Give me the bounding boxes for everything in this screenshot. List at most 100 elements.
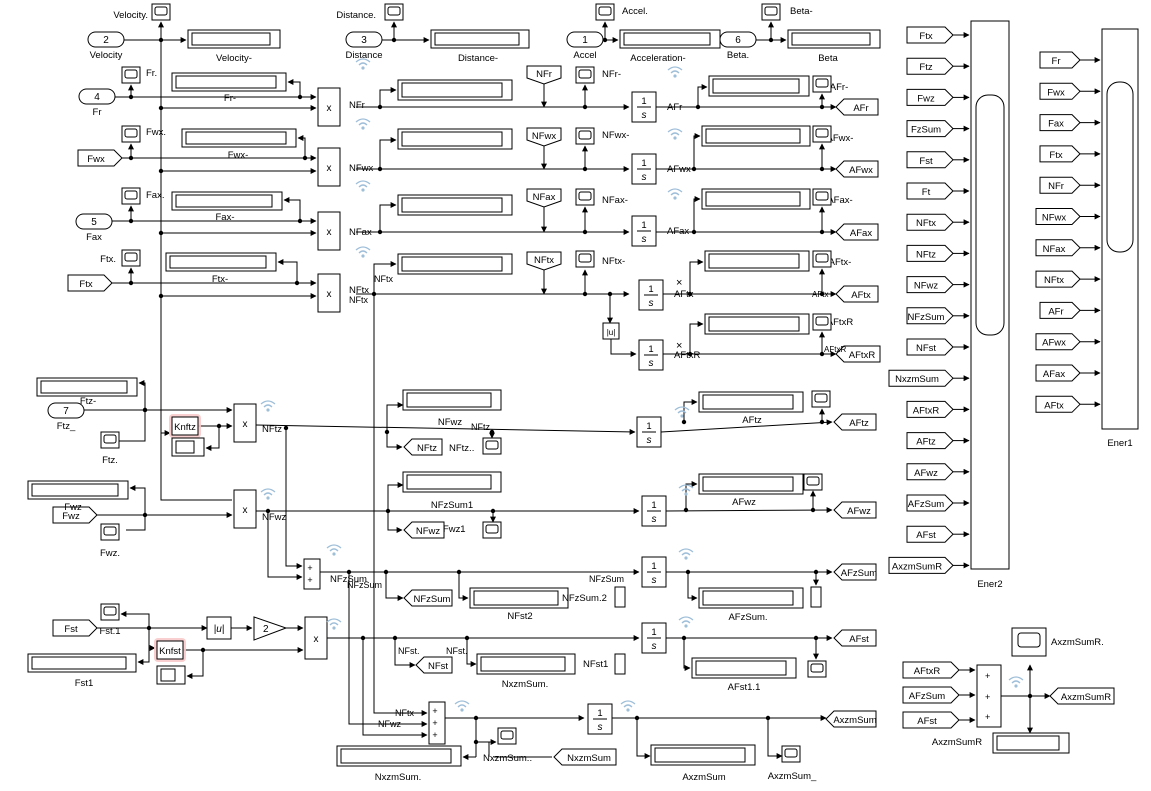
- display-axzmsum[interactable]: AxzmSum: [650, 744, 756, 783]
- from-tag-ftx[interactable]: Ftx: [906, 26, 954, 44]
- goto-tag-afwz[interactable]: AFwz: [833, 501, 877, 519]
- from-tag-fwz[interactable]: Fwz: [906, 88, 954, 106]
- from-tag-ft[interactable]: Ft: [906, 182, 954, 200]
- from-tag-fwx[interactable]: Fwx: [1039, 82, 1081, 100]
- integrator-block[interactable]: 1s: [631, 91, 657, 123]
- product-block[interactable]: x: [317, 273, 341, 313]
- from-tag-nfst[interactable]: NFst: [906, 338, 954, 356]
- from-tag-ftz[interactable]: Ftz: [906, 57, 954, 75]
- gain-knfst[interactable]: Knfst: [154, 638, 186, 662]
- scope-[interactable]: [803, 473, 823, 491]
- scope-[interactable]: [812, 250, 832, 268]
- display-[interactable]: [397, 79, 513, 101]
- display-beta[interactable]: Beta: [787, 29, 881, 64]
- from-tag-afst[interactable]: AFst: [906, 525, 954, 543]
- from-tag-axzmsumr[interactable]: AxzmSumR: [888, 556, 954, 574]
- integrator-block[interactable]: 1s: [638, 339, 664, 371]
- sum-block[interactable]: +++: [428, 701, 446, 745]
- from-block-nfax[interactable]: NFax: [526, 188, 562, 208]
- display-afr[interactable]: AFr-: [708, 75, 848, 97]
- scope-[interactable]: [497, 727, 517, 745]
- from-tag-nfax[interactable]: NFax: [1035, 239, 1081, 257]
- from-tag-nfwx[interactable]: NFwx: [1035, 208, 1081, 225]
- from-tag-aftz[interactable]: AFtz: [906, 432, 954, 450]
- from-tag-nfr[interactable]: NFr: [1039, 176, 1081, 194]
- goto-tag-aftz[interactable]: AFtz: [833, 413, 877, 431]
- from-tag-nfwz[interactable]: NFwz: [906, 276, 954, 294]
- display-nxzmsum[interactable]: NxzmSum.: [336, 745, 462, 783]
- display-afwz[interactable]: AFwz: [698, 473, 804, 508]
- scope-[interactable]: [812, 313, 832, 331]
- display-ftx[interactable]: Ftx-: [165, 252, 277, 285]
- scope-beta[interactable]: Beta-: [761, 3, 813, 21]
- scope-velocity[interactable]: Velocity.: [113, 3, 171, 21]
- scope-fr[interactable]: Fr.: [121, 66, 157, 84]
- goto-tag-afzsum[interactable]: AFzSum: [833, 563, 877, 581]
- goto-tag-nftz[interactable]: NFtz: [403, 438, 443, 456]
- sum-block-axzm[interactable]: [976, 664, 1002, 728]
- product-block[interactable]: x: [317, 147, 341, 187]
- display-[interactable]: [992, 732, 1070, 754]
- integrator-block[interactable]: 1s: [638, 279, 664, 311]
- scope-nfr[interactable]: NFr-: [575, 66, 621, 84]
- scope-fwz[interactable]: Fwz.: [100, 523, 120, 559]
- from-block-nfr[interactable]: NFr: [526, 65, 562, 85]
- from-tag-nftx[interactable]: NFtx: [1035, 270, 1081, 288]
- scope-fax[interactable]: Fax.: [121, 187, 164, 205]
- from-tag-afzsum-sum[interactable]: AFzSum: [902, 686, 960, 704]
- display-[interactable]: [397, 194, 513, 216]
- display-afzsum[interactable]: AFzSum.: [698, 587, 804, 623]
- from-tag-ftx[interactable]: Ftx: [1039, 145, 1081, 163]
- scope-[interactable]: [812, 188, 832, 206]
- goto-tag-afr[interactable]: AFr: [835, 98, 879, 116]
- from-tag-fzsum[interactable]: FzSum: [906, 120, 954, 138]
- from-tag-nftx[interactable]: NFtx: [906, 213, 954, 231]
- from-block-nftx[interactable]: NFtx: [526, 251, 562, 271]
- goto-tag-nfzsum[interactable]: NFzSum: [403, 589, 453, 607]
- display-afst11[interactable]: AFst1.1: [691, 657, 797, 693]
- goto-tag-nxzmsum[interactable]: NxzmSum: [553, 748, 617, 766]
- scope-[interactable]: [811, 390, 831, 408]
- from-tag-afzsum[interactable]: AFzSum: [906, 494, 954, 512]
- goto-tag-afst[interactable]: AFst: [833, 629, 877, 647]
- inport-fr[interactable]: 4Fr: [78, 88, 116, 118]
- display-[interactable]: [171, 437, 205, 457]
- product-block[interactable]: x: [304, 616, 328, 660]
- scope-[interactable]: [482, 521, 502, 539]
- display-acceleration[interactable]: Acceleration-: [619, 29, 721, 64]
- goto-tag-nfwz[interactable]: NFwz: [403, 521, 445, 539]
- abs-block[interactable]: [206, 616, 232, 640]
- from-tag-fax[interactable]: Fax: [1039, 114, 1081, 132]
- product-block[interactable]: x: [233, 489, 257, 529]
- product-block[interactable]: x: [317, 87, 341, 127]
- scope-nfax[interactable]: NFax-: [575, 188, 628, 206]
- display-fst1[interactable]: Fst1: [27, 653, 137, 689]
- display-aftx[interactable]: AFtx-: [704, 250, 851, 272]
- display-aftz[interactable]: AFtz: [698, 391, 804, 426]
- integrator-block[interactable]: 1s: [631, 215, 657, 247]
- display-nfzsum1[interactable]: NFzSum1: [402, 471, 502, 511]
- goto-tag-aftx[interactable]: AFtx: [835, 285, 879, 303]
- from-tag-fr[interactable]: Fr: [1039, 51, 1081, 69]
- product-block[interactable]: x: [317, 211, 341, 251]
- scope-nfwx[interactable]: NFwx-: [575, 127, 629, 145]
- display-velocity[interactable]: Velocity-: [187, 29, 281, 64]
- from-tag-aftx[interactable]: AFtx: [1035, 395, 1081, 413]
- scope-distance[interactable]: Distance.: [336, 3, 404, 21]
- display-nxzmsum[interactable]: NxzmSum.: [476, 653, 576, 690]
- from-tag-nftz[interactable]: NFtz: [906, 244, 954, 262]
- from-tag-afr[interactable]: AFr: [1039, 301, 1081, 319]
- display-[interactable]: [397, 128, 513, 150]
- goto-tag-aftxr[interactable]: AFtxR: [835, 345, 881, 363]
- abs-block[interactable]: [602, 322, 620, 340]
- scope-nftx[interactable]: NFtx-: [575, 250, 625, 268]
- scope-[interactable]: [807, 660, 827, 678]
- goto-tag-axzmsumr[interactable]: AxzmSumR: [1049, 687, 1115, 705]
- from-tag-afax[interactable]: AFax: [1035, 364, 1081, 382]
- gain-knftz[interactable]: Knftz: [169, 414, 201, 438]
- from-tag-fwz[interactable]: Fwz: [52, 506, 98, 524]
